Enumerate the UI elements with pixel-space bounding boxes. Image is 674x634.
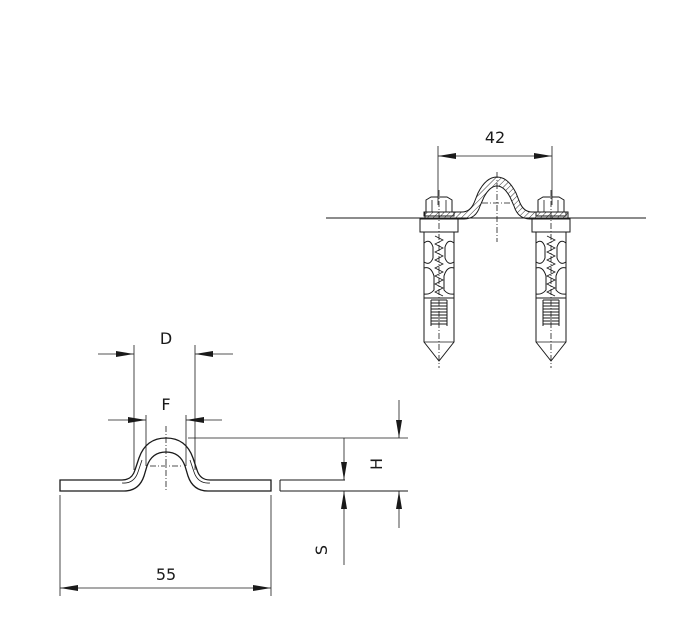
dimension-h: H: [188, 400, 408, 480]
dimension-f-label: F: [161, 395, 170, 414]
dimension-h-label: H: [367, 458, 386, 470]
dimension-55: 55: [59, 495, 272, 596]
left-anchor-bolt: [419, 190, 459, 368]
dimension-d-label: D: [160, 329, 172, 348]
dimension-42: 42: [437, 128, 553, 205]
clamp-profile-outline: [59, 437, 272, 492]
dimension-s-label: S: [312, 545, 331, 555]
dimension-55-label: 55: [156, 565, 176, 584]
clamp-profile-view: D F H S: [59, 329, 408, 596]
dimension-s: S: [312, 491, 402, 565]
dimension-42-label: 42: [485, 128, 505, 147]
saddle-clamp-section: [424, 176, 569, 220]
right-anchor-bolt: [531, 190, 571, 368]
mounted-assembly-view: 42: [326, 128, 646, 368]
dimension-d: D: [98, 329, 233, 470]
dimension-f: F: [108, 395, 222, 466]
